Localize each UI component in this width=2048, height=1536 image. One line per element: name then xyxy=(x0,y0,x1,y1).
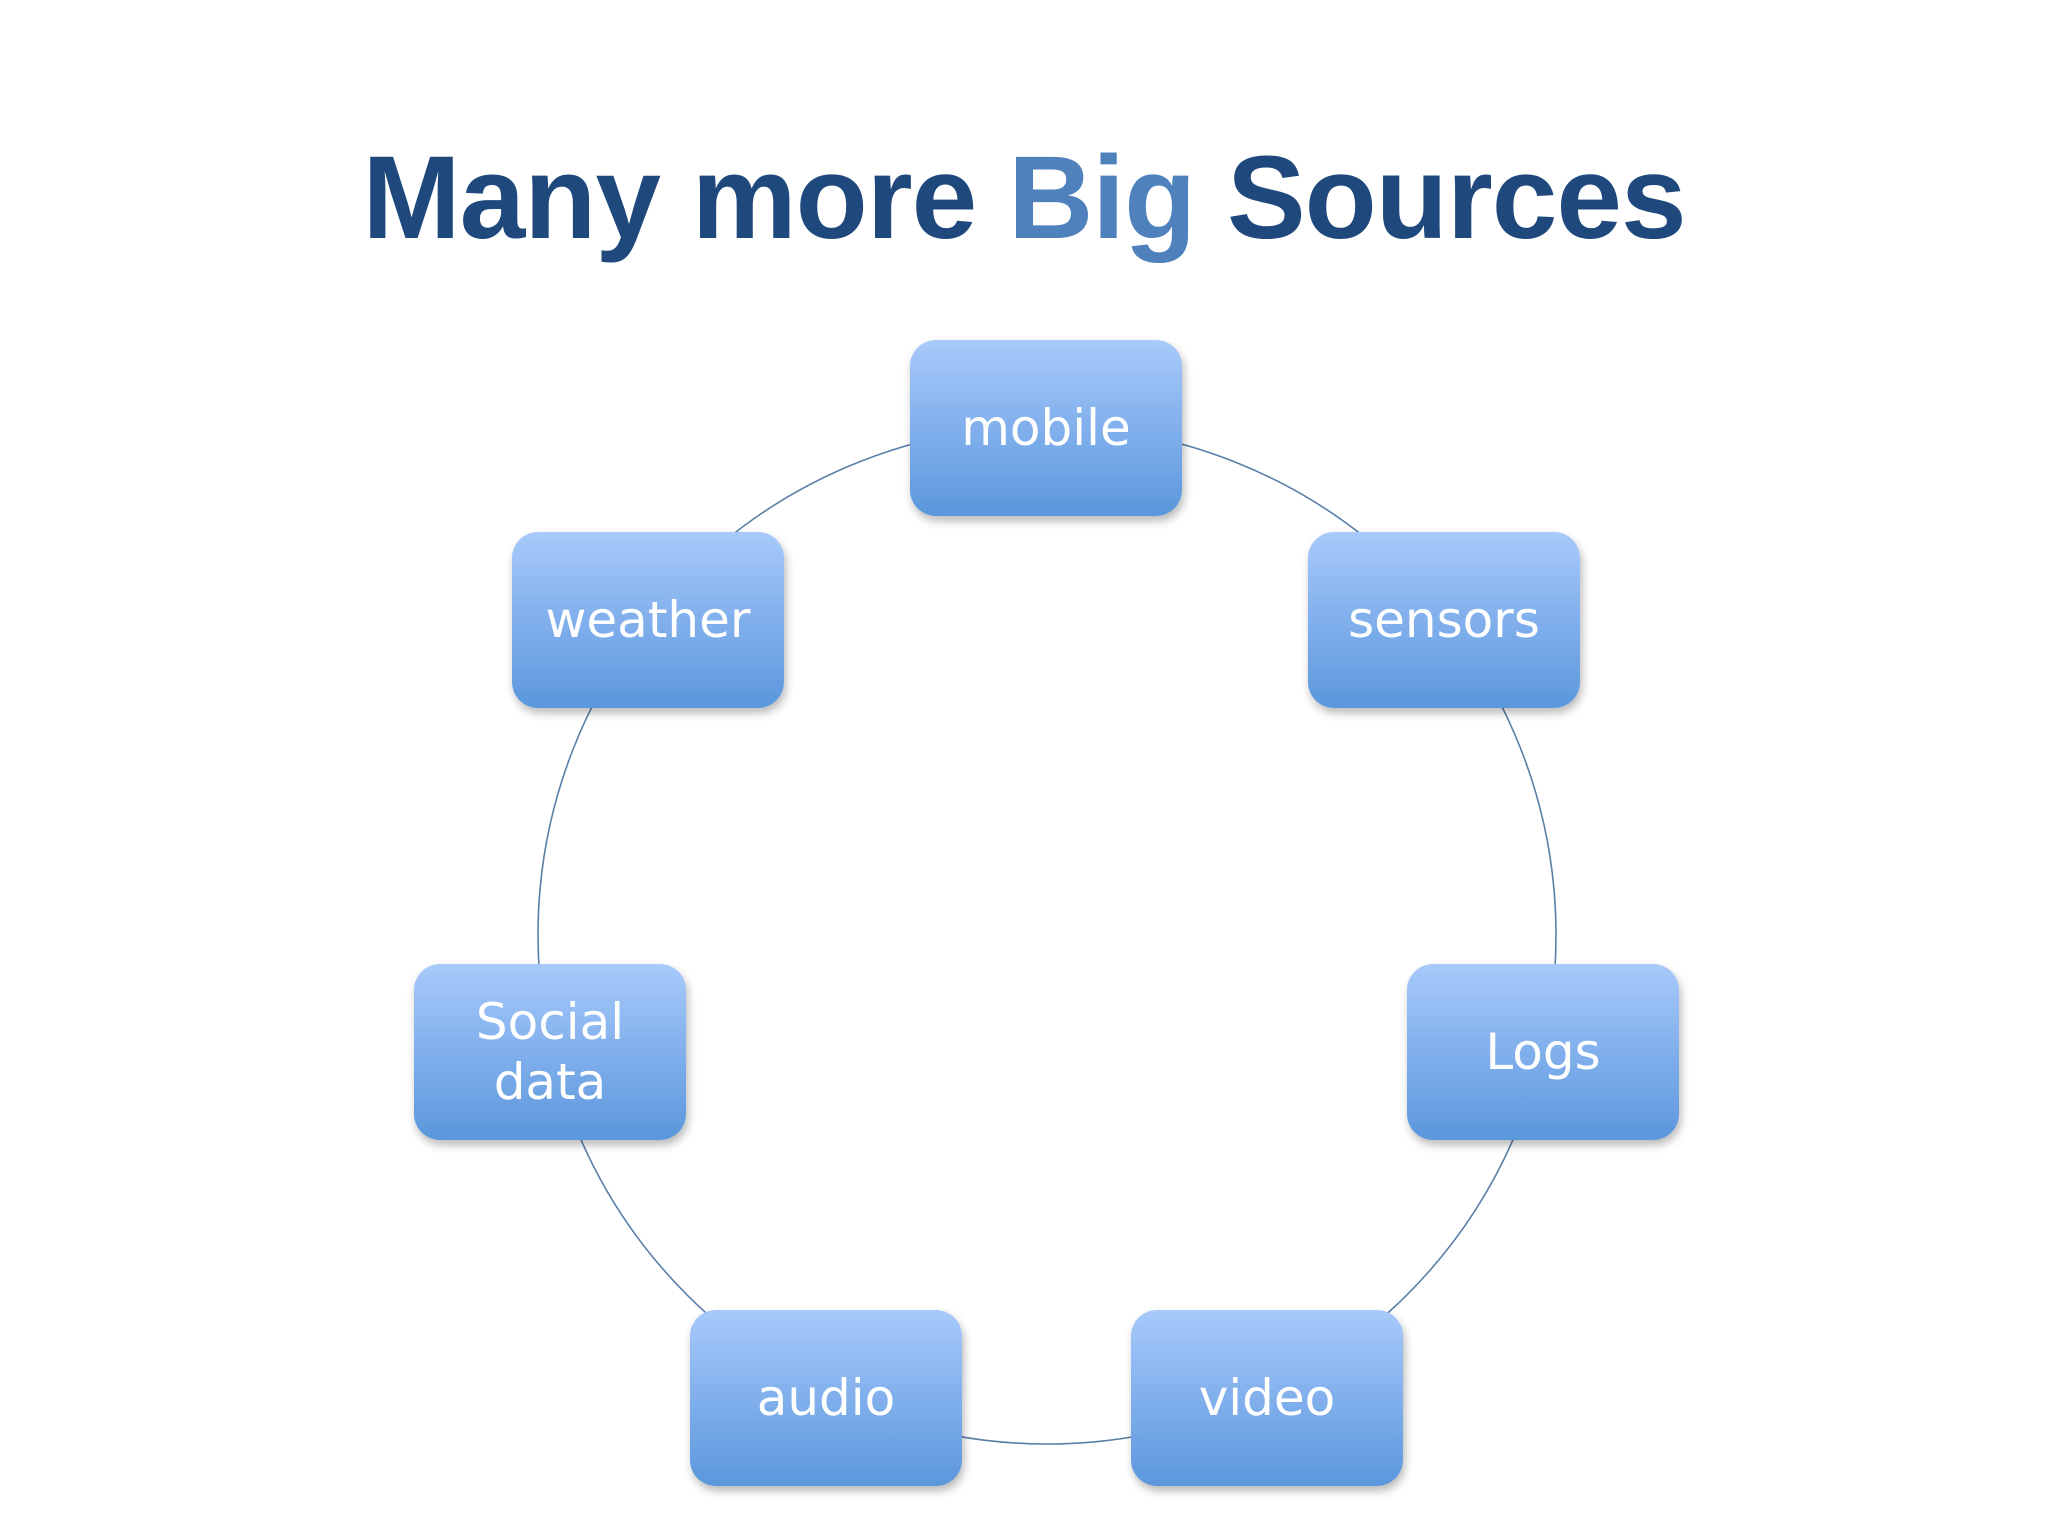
node-video: video xyxy=(1131,1310,1403,1486)
node-sensors: sensors xyxy=(1308,532,1580,708)
slide-title: Many more Big Sources xyxy=(0,128,2048,268)
node-label: weather xyxy=(545,591,751,649)
node-mobile: mobile xyxy=(910,340,1182,516)
node-audio: audio xyxy=(690,1310,962,1486)
node-label: mobile xyxy=(961,399,1131,457)
node-weather: weather xyxy=(512,532,784,708)
node-label: audio xyxy=(756,1369,896,1427)
node-logs: Logs xyxy=(1407,964,1679,1140)
title-part-2: Sources xyxy=(1195,132,1687,264)
node-label: sensors xyxy=(1348,591,1540,649)
node-label: Logs xyxy=(1485,1023,1601,1081)
title-part-1: Many more xyxy=(362,132,1009,264)
node-label: Social data xyxy=(475,993,625,1111)
title-accent-word: Big xyxy=(1008,132,1196,264)
node-social-data: Social data xyxy=(414,964,686,1140)
node-label: video xyxy=(1198,1369,1336,1427)
